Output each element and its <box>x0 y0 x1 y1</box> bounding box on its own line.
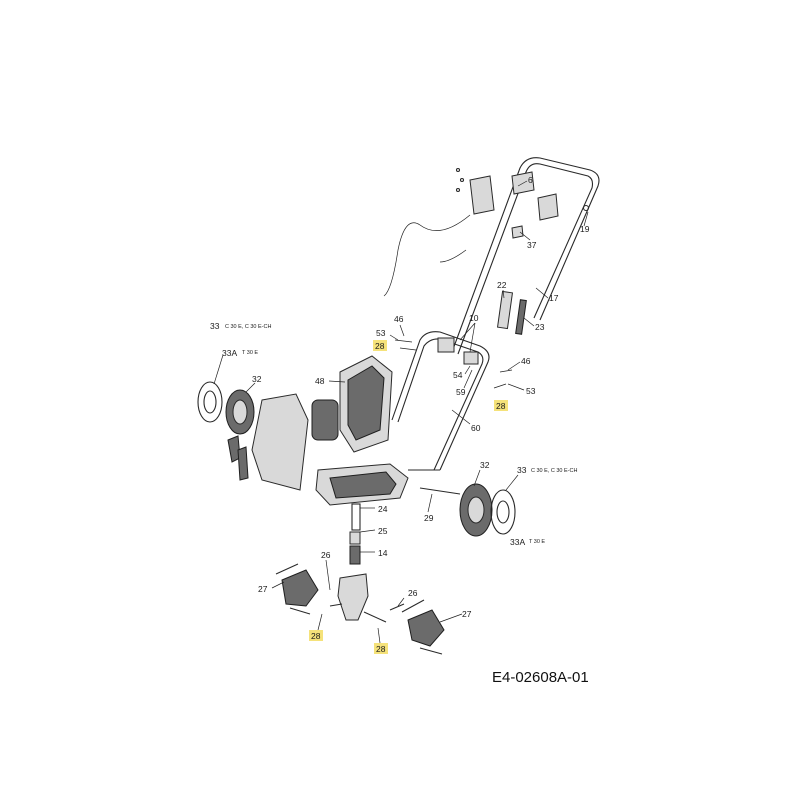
right-wheel-assembly <box>459 483 516 537</box>
label-33A-right: 33A <box>510 537 525 547</box>
label-10: 10 <box>469 313 479 323</box>
label-33-left-variant: C 30 E, C 30 E-CH <box>225 324 271 330</box>
label-53-b: 53 <box>526 386 536 396</box>
label-17: 17 <box>549 293 559 303</box>
tine-assembly <box>275 563 445 655</box>
label-33A-left-variant: T 30 E <box>242 350 258 356</box>
highlight-28-b <box>494 400 508 411</box>
label-26-left: 26 <box>321 550 331 560</box>
label-32-left: 32 <box>252 374 262 384</box>
highlight-28-c <box>309 630 323 641</box>
label-37: 37 <box>527 240 537 250</box>
label-24: 24 <box>378 504 388 514</box>
label-53-a: 53 <box>376 328 386 338</box>
highlight-28-d <box>374 643 388 654</box>
label-27-right: 27 <box>462 609 472 619</box>
label-6: 6 <box>528 175 533 185</box>
label-28-a: 28 <box>375 341 385 351</box>
label-46-a: 46 <box>394 314 404 324</box>
handle-assembly <box>383 157 600 471</box>
label-33A-right-variant: T 30 E <box>529 539 545 545</box>
label-14: 14 <box>378 548 388 558</box>
label-48: 48 <box>315 376 325 386</box>
label-60: 60 <box>471 423 481 433</box>
label-59: 59 <box>456 387 466 397</box>
label-28-d: 28 <box>376 644 386 654</box>
label-23: 23 <box>535 322 545 332</box>
label-32-right: 32 <box>480 460 490 470</box>
label-22: 22 <box>497 280 507 290</box>
label-25: 25 <box>378 526 388 536</box>
label-27-left: 27 <box>258 584 268 594</box>
leader-lines <box>213 180 589 644</box>
label-29: 29 <box>424 513 434 523</box>
label-28-c: 28 <box>311 631 321 641</box>
diagram-code: E4-02608A-01 <box>492 669 589 686</box>
label-33-left: 33 <box>210 321 220 331</box>
motor-housing <box>251 355 461 565</box>
label-33-right-variant: C 30 E, C 30 E-CH <box>531 468 577 474</box>
label-28-b: 28 <box>496 401 506 411</box>
part-labels: 6 19 37 17 22 23 10 46 53 28 46 53 54 59… <box>210 175 590 654</box>
label-54: 54 <box>453 370 463 380</box>
left-wheel-assembly <box>197 381 255 481</box>
highlight-28-a <box>373 340 387 351</box>
label-33-right: 33 <box>517 465 527 475</box>
label-26-right: 26 <box>408 588 418 598</box>
label-46-b: 46 <box>521 356 531 366</box>
label-19: 19 <box>580 224 590 234</box>
label-33A-left: 33A <box>222 348 237 358</box>
